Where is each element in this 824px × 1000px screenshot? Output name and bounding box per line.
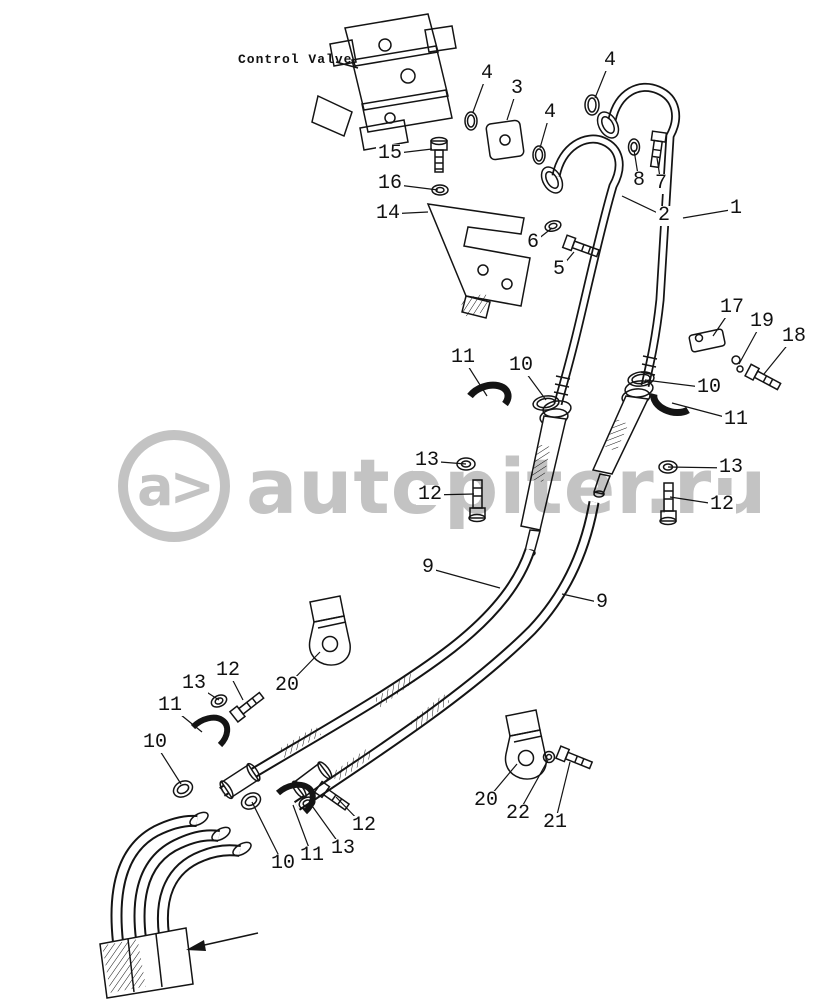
bolt-18 xyxy=(744,363,782,391)
leader-line-11-36 xyxy=(292,804,313,857)
pipe-flange-right xyxy=(591,355,658,498)
leader-line-9-24 xyxy=(427,567,501,589)
leader-line-13-35 xyxy=(309,802,344,850)
leader-line-9-25 xyxy=(561,593,603,604)
flange-half-11-right xyxy=(650,393,690,417)
bolt-21 xyxy=(555,745,594,770)
leader-line-12-21 xyxy=(429,493,475,496)
control-valve-label: Control Valve xyxy=(238,52,353,67)
clamp-20-upper xyxy=(308,595,351,666)
leader-line-3-1 xyxy=(506,88,518,121)
o-ring-10-lowerleft xyxy=(172,780,194,798)
pipe-9-front xyxy=(222,550,530,792)
o-ring-10-bottom xyxy=(240,792,262,810)
leader-line-4-0 xyxy=(472,73,488,113)
o-ring-10-right xyxy=(627,371,655,387)
bolt-12-right xyxy=(659,482,677,526)
leader-line-20-31 xyxy=(485,763,518,802)
clamp-20-lower xyxy=(504,709,547,780)
leader-line-10-37 xyxy=(251,801,284,865)
leader-line-19-14 xyxy=(738,321,763,365)
pipe-union-front xyxy=(219,762,261,800)
leader-line-12-28 xyxy=(227,670,244,701)
bolt-15 xyxy=(430,136,448,173)
leader-line-10-18 xyxy=(644,379,710,389)
leader-line-5-12 xyxy=(558,251,575,271)
fitting-block-3 xyxy=(485,119,525,161)
washer-6 xyxy=(544,219,562,233)
leader-line-21-33 xyxy=(554,761,571,824)
leader-line-11-29 xyxy=(169,705,203,733)
leader-line-2-9 xyxy=(621,195,665,217)
leader-line-15-4 xyxy=(389,148,433,155)
leader-line-13-27 xyxy=(193,683,220,701)
leader-line-4-3 xyxy=(539,112,551,149)
leader-line-18-15 xyxy=(763,336,795,375)
bolt-12-bottom xyxy=(313,780,351,811)
bolt-12-left xyxy=(468,479,486,523)
plate-17 xyxy=(688,328,726,353)
leader-line-10-30 xyxy=(154,742,182,785)
leader-line-14-6 xyxy=(387,211,429,215)
leader-line-6-11 xyxy=(532,227,553,244)
pin-19 xyxy=(731,355,744,373)
pipe-flange-left xyxy=(520,375,572,557)
bolt-7 xyxy=(649,130,668,169)
pipe-9-rear xyxy=(297,502,594,806)
bolt-12-lowerleft xyxy=(228,691,265,724)
elbow-pipe-2 xyxy=(540,139,619,404)
leader-line-13-20 xyxy=(426,460,467,465)
leader-line-10-17 xyxy=(520,365,547,401)
leader-line-12-34 xyxy=(335,796,365,827)
leader-line-12-23 xyxy=(669,496,723,506)
flange-half-11-lowerleft xyxy=(190,714,231,748)
ring-22 xyxy=(542,750,556,764)
leader-line-22-32 xyxy=(517,759,549,815)
elbow-pipe-1 xyxy=(596,87,675,386)
control-valve-assembly xyxy=(311,13,457,151)
leader-line-4-2 xyxy=(594,60,611,99)
pointer-arrow xyxy=(186,932,259,951)
flange-half-11-left xyxy=(467,381,512,407)
leader-line-16-5 xyxy=(389,183,439,191)
washer-13-lowerleft xyxy=(210,694,228,708)
o-rings-4 xyxy=(464,94,600,165)
leader-line-1-10 xyxy=(682,208,737,219)
washer-13-bottom xyxy=(298,796,316,810)
manifold-assembly xyxy=(99,811,252,999)
bolt-5 xyxy=(561,234,600,258)
leader-line-20-26 xyxy=(286,651,321,687)
bracket-14 xyxy=(426,203,531,319)
